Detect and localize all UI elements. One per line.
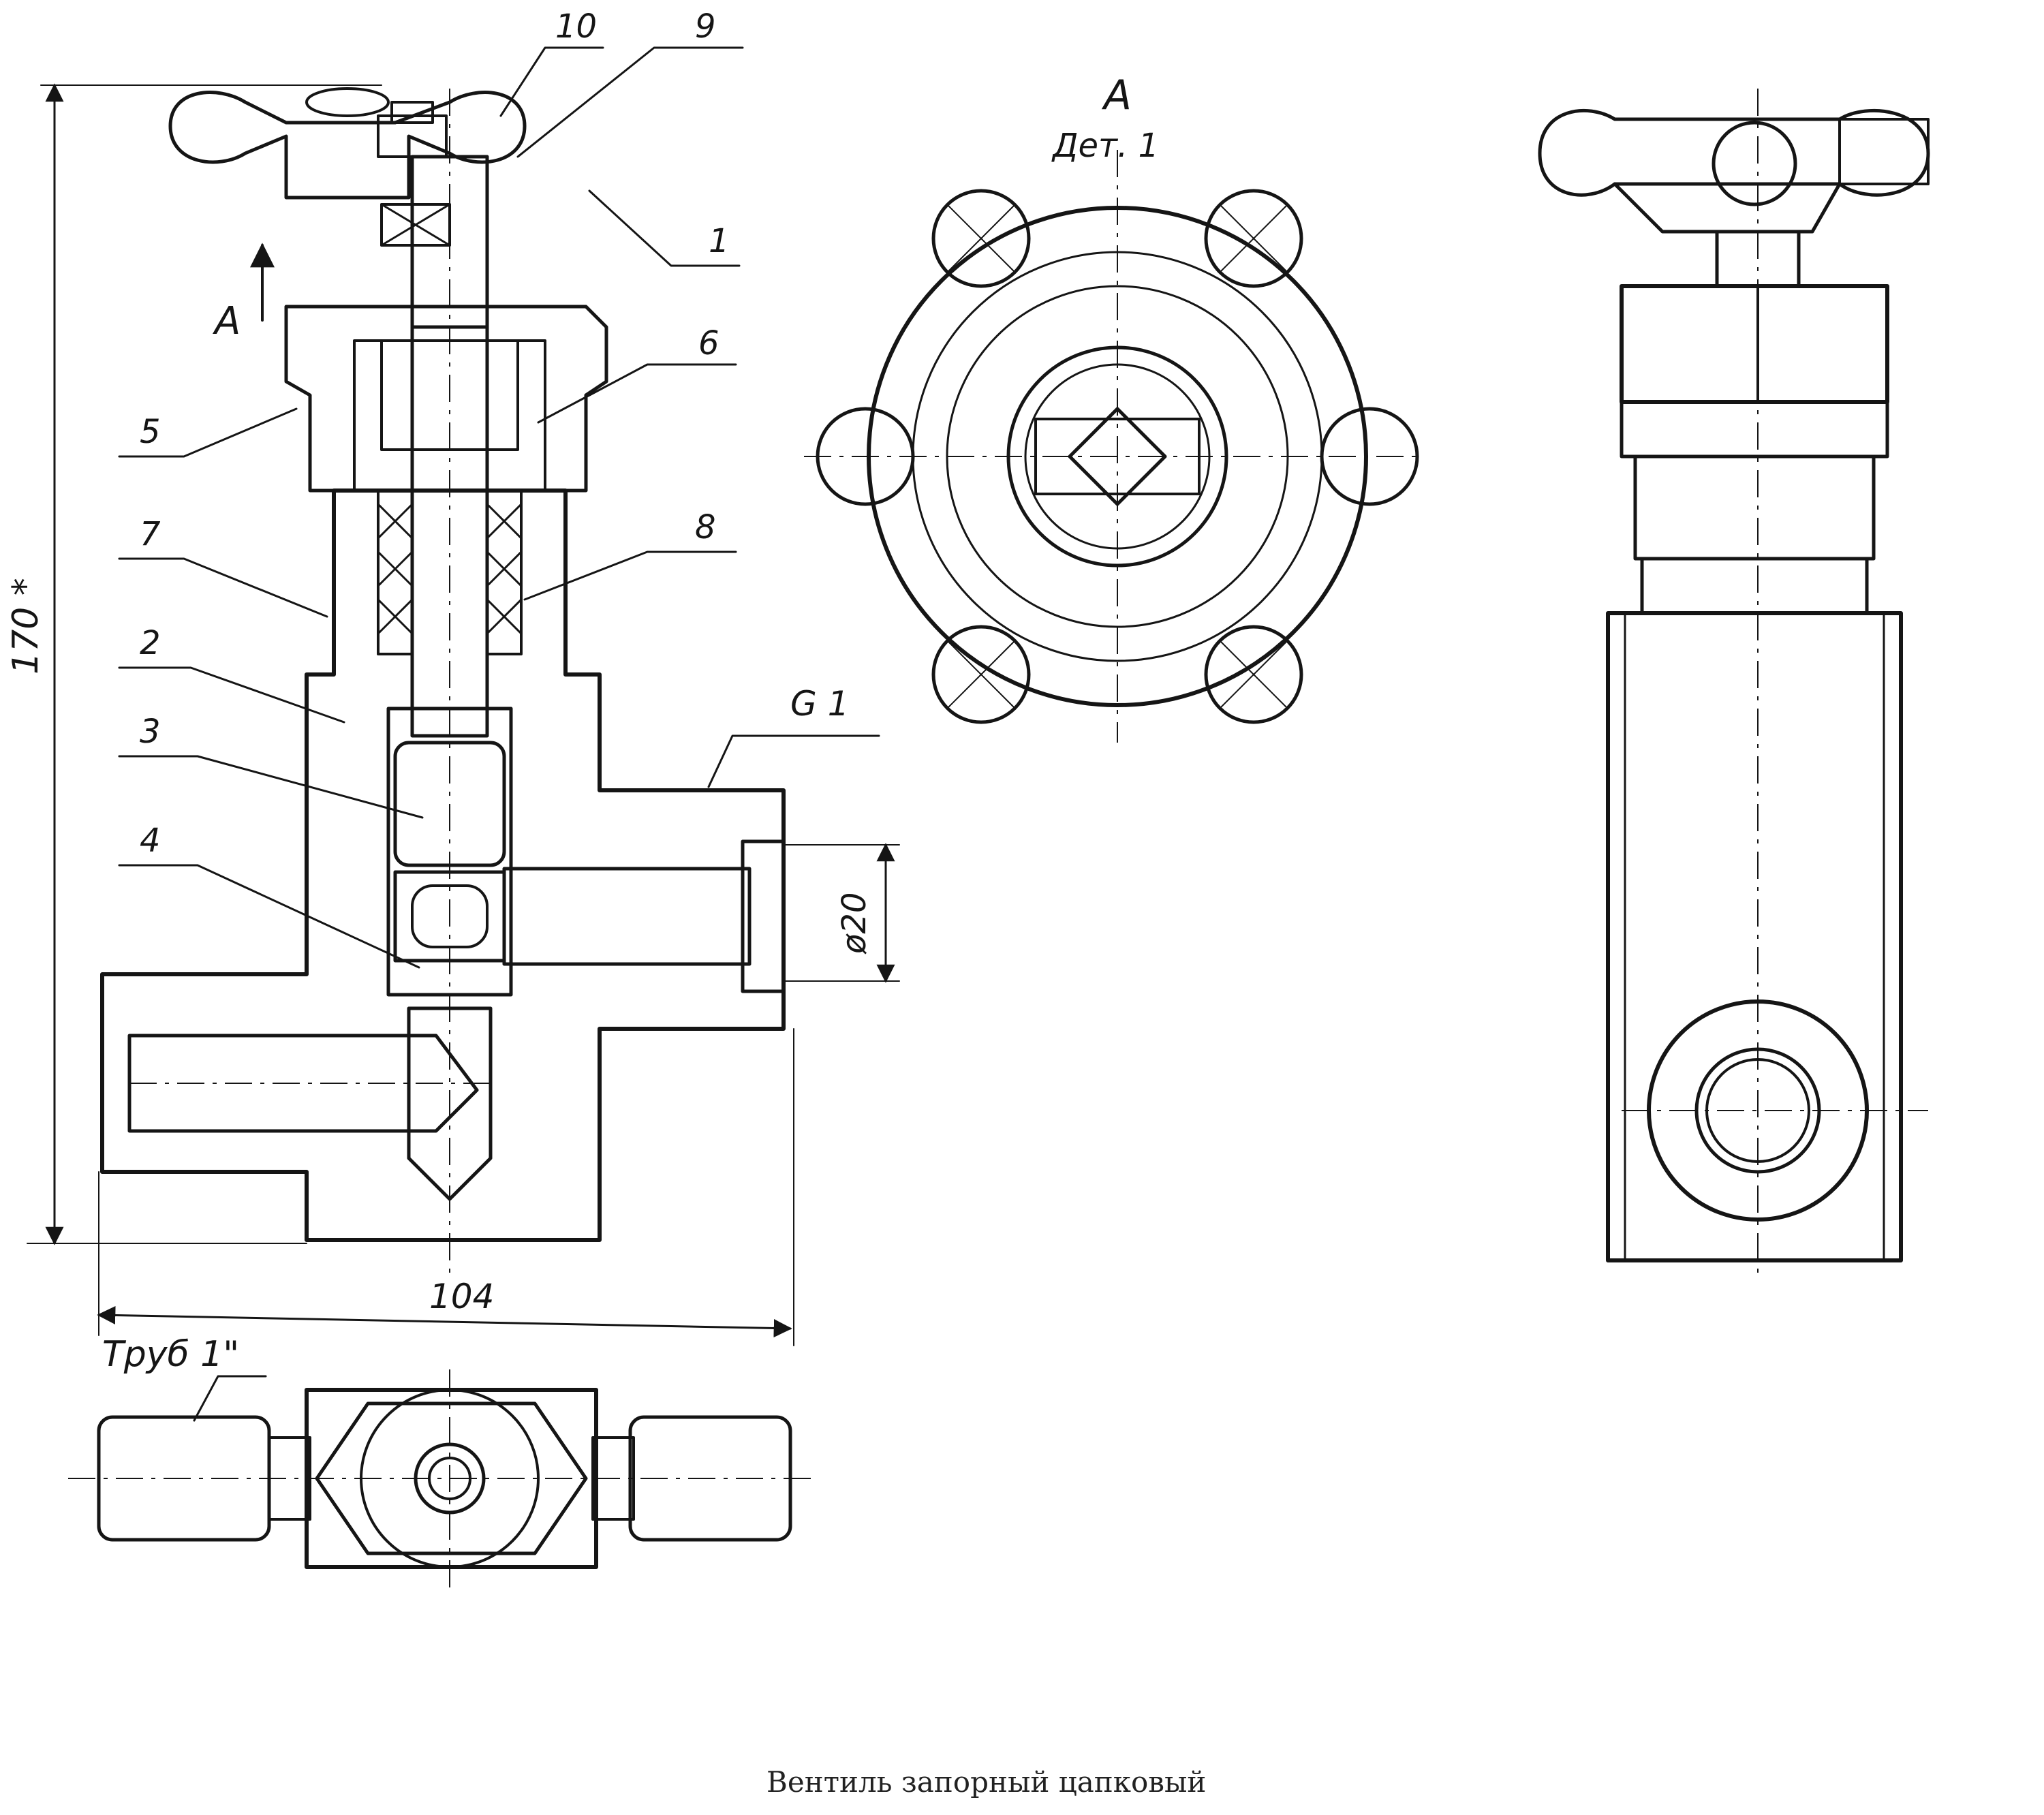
- view-label: А: [1101, 72, 1132, 119]
- part-number: 2: [140, 624, 161, 662]
- top-view: Труб 1": [68, 1334, 818, 1587]
- view-sublabel: Дет. 1: [1051, 127, 1159, 165]
- bonnet-nut: [284, 305, 608, 493]
- part-number: 10: [555, 7, 597, 46]
- bore-value: ø20: [835, 893, 873, 955]
- pipe-value: Труб 1": [102, 1334, 239, 1375]
- part-leaders: 10 9 1 6 5 7 8 2 3 4: [118, 7, 744, 969]
- thread-callout: G 1: [707, 684, 880, 788]
- part-number: 7: [140, 515, 161, 553]
- side-view: [1538, 89, 1930, 1281]
- view-a-handwheel: А Дет. 1: [804, 72, 1424, 743]
- drawing-title: Вентиль запорный цапковый: [766, 1765, 1206, 1799]
- part-number: 9: [695, 7, 716, 46]
- height-value: 170 *: [5, 578, 46, 674]
- part-number: 6: [698, 324, 719, 362]
- part-number: 8: [695, 508, 716, 546]
- part-number: 5: [140, 413, 161, 451]
- section-arrow-label: А: [213, 299, 241, 343]
- valve-body: [100, 488, 786, 1242]
- section-view: [100, 87, 786, 1274]
- part-number: 4: [140, 822, 161, 860]
- handwheel: [168, 87, 527, 247]
- part-number: 3: [140, 713, 161, 751]
- part-number: 1: [709, 222, 730, 260]
- width-value: 104: [429, 1277, 494, 1316]
- height-dimension: 170 *: [5, 83, 382, 1245]
- thread-value: G 1: [790, 684, 849, 724]
- width-dimension: 104: [97, 1028, 794, 1346]
- bore-dimension: ø20: [783, 843, 900, 983]
